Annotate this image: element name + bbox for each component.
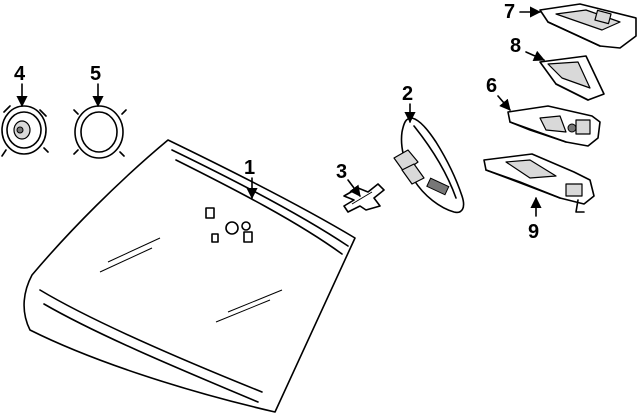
- callout-1: 1: [244, 157, 255, 179]
- callout-labels: 1 2 3 4 5 6 7 8 9: [14, 1, 539, 243]
- cover-9: [483, 153, 595, 213]
- callout-7: 7: [504, 1, 515, 23]
- rearview-mirror: [393, 117, 465, 214]
- cover-7: [539, 3, 637, 49]
- callout-8: 8: [510, 35, 521, 57]
- callout-9: 9: [528, 221, 539, 243]
- callout-2: 2: [402, 83, 413, 105]
- callout-3: 3: [336, 161, 347, 183]
- callout-4: 4: [14, 63, 26, 85]
- windshield-glass: [23, 139, 356, 413]
- sensor-5: [73, 105, 127, 159]
- mirror-bracket: [343, 183, 385, 213]
- cover-6: [507, 105, 601, 147]
- leader-lines: [16, 6, 546, 217]
- callout-6: 6: [486, 75, 497, 97]
- callout-5: 5: [90, 63, 101, 85]
- cover-8: [539, 55, 605, 101]
- sensor-4: [1, 105, 49, 157]
